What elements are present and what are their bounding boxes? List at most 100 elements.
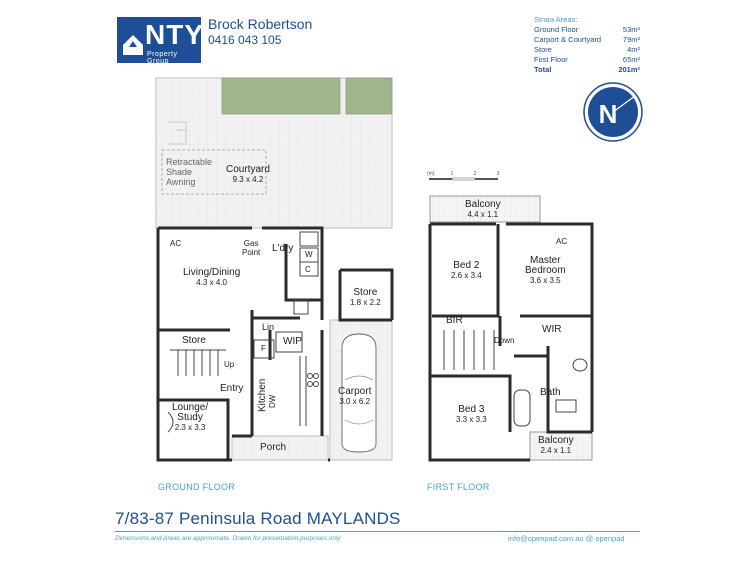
room-name: Entry bbox=[220, 383, 244, 394]
ac-label: AC bbox=[556, 237, 568, 246]
room-laundry: L'dry bbox=[272, 244, 293, 254]
strata-total-value: 201m² bbox=[618, 65, 640, 74]
room-living-dining: Living/Dining 4.3 x 4.0 bbox=[183, 268, 240, 288]
agent-name: Brock Robertson bbox=[208, 16, 313, 32]
dishwasher-label: DW bbox=[268, 395, 278, 408]
gas-line: Gas bbox=[243, 239, 259, 248]
room-dimensions: 4.4 x 1.1 bbox=[467, 210, 499, 219]
room-carport: Carport 3.0 x 6.2 bbox=[338, 387, 371, 407]
room-name: Carport bbox=[338, 386, 372, 397]
brand-name: NTY bbox=[145, 19, 204, 50]
room-balcony-bottom: Balcony 2.4 x 1.1 bbox=[538, 436, 574, 456]
property-address: 7/83-87 Peninsula Road MAYLANDS bbox=[115, 509, 401, 528]
room-name: Bed 3 bbox=[458, 404, 485, 415]
room-name: Study bbox=[177, 412, 203, 423]
ac-label: AC bbox=[170, 239, 182, 248]
strata-row: Carport & Courtyard 79m² bbox=[534, 35, 640, 45]
room-master-bedroom: Master Bedroom 3.6 x 3.5 bbox=[525, 256, 566, 286]
room-name: DW bbox=[268, 394, 277, 408]
north-compass-icon: N bbox=[583, 82, 643, 142]
room-bed-2: Bed 2 2.6 x 3.4 bbox=[451, 261, 482, 281]
room-entry: Entry bbox=[220, 384, 243, 394]
room-dimensions: 2.6 x 3.4 bbox=[451, 271, 482, 280]
strata-title: Strata Areas: bbox=[534, 15, 578, 24]
brand-tagline: Property Group bbox=[147, 51, 178, 65]
strata-label: First Floor bbox=[534, 55, 568, 64]
room-dimensions: 9.3 x 4.2 bbox=[232, 175, 264, 184]
strata-value: 79m² bbox=[622, 35, 640, 44]
strata-row: Ground Floor 53m² bbox=[534, 25, 640, 35]
room-dimensions: 2.3 x 3.3 bbox=[174, 423, 206, 432]
strata-row: Store 4m² bbox=[534, 45, 640, 55]
room-name: L'dry bbox=[272, 243, 294, 254]
room-name: Lounge/ bbox=[172, 402, 209, 413]
house-logo-icon bbox=[123, 35, 143, 55]
fridge-label: F bbox=[261, 344, 266, 354]
room-name: Master bbox=[530, 255, 561, 266]
disclaimer-text: Dimensions and Areas are approximate. Dr… bbox=[115, 535, 341, 542]
room-bir: BIR bbox=[446, 316, 463, 326]
room-name: Kitchen bbox=[257, 378, 268, 412]
room-name: BIR bbox=[446, 315, 463, 326]
first-floor-walls bbox=[428, 222, 594, 462]
room-name: Store bbox=[353, 287, 378, 298]
stairs-down-label: Down bbox=[494, 336, 515, 345]
scale-tick-label: 3 bbox=[497, 171, 500, 177]
room-balcony-top: Balcony 4.4 x 1.1 bbox=[465, 200, 501, 220]
carport-area bbox=[329, 319, 393, 461]
first-floor-caption: FIRST FLOOR bbox=[427, 482, 490, 492]
room-name: WIP bbox=[283, 336, 302, 347]
room-kitchen: Kitchen bbox=[257, 378, 268, 412]
room-name: F bbox=[261, 344, 266, 353]
scale-tick-label: 2 bbox=[474, 171, 477, 177]
strata-value: 53m² bbox=[622, 25, 640, 34]
room-lounge-study: Lounge/ Study 2.3 x 3.3 bbox=[172, 403, 208, 433]
room-wip: WIP bbox=[283, 337, 302, 347]
gas-line: Point bbox=[242, 248, 261, 257]
room-dimensions: 2.4 x 1.1 bbox=[540, 446, 572, 455]
cupboard-label: C bbox=[305, 265, 311, 274]
awning-line: Awning bbox=[166, 177, 196, 187]
washer-label: W bbox=[305, 250, 313, 259]
courtyard-area bbox=[155, 77, 393, 229]
room-name: Porch bbox=[260, 442, 287, 453]
room-porch: Porch bbox=[260, 443, 286, 453]
stairs-up-label: Up bbox=[224, 360, 235, 369]
ground-floor-thin-lines bbox=[167, 231, 319, 433]
ground-floor-caption: GROUND FLOOR bbox=[158, 482, 236, 492]
scale-unit: (m) bbox=[427, 171, 435, 177]
openpad-credit[interactable]: info@openpad.com.au @ openpad bbox=[508, 534, 625, 543]
strata-value: 4m² bbox=[627, 45, 640, 54]
room-bath: Bath bbox=[540, 388, 561, 398]
awning-line: Retractable bbox=[166, 157, 213, 167]
room-name: Courtyard bbox=[226, 164, 270, 175]
agent-phone[interactable]: 0416 043 105 bbox=[208, 33, 282, 47]
room-dimensions: 4.3 x 4.0 bbox=[196, 278, 227, 287]
strata-label: Store bbox=[534, 45, 552, 54]
porch-area bbox=[231, 435, 329, 461]
room-courtyard: Courtyard 9.3 x 4.2 bbox=[226, 165, 270, 185]
room-name: Bedroom bbox=[525, 265, 566, 276]
scale-tick-label: 1 bbox=[451, 171, 454, 177]
room-name: Store bbox=[182, 335, 206, 346]
strata-total-label: Total bbox=[534, 65, 552, 74]
brand-logo: NTY Property Group bbox=[117, 17, 204, 65]
room-dimensions: 1.8 x 2.2 bbox=[350, 298, 381, 307]
compass-letter: N bbox=[599, 99, 618, 129]
gas-point-label: Gas Point bbox=[242, 239, 260, 257]
room-store-outer: Store 1.8 x 2.2 bbox=[350, 288, 381, 308]
room-name: Balcony bbox=[465, 199, 501, 210]
strata-label: Ground Floor bbox=[534, 25, 579, 34]
room-store-inner: Store bbox=[182, 336, 206, 346]
room-bed-3: Bed 3 3.3 x 3.3 bbox=[456, 405, 487, 425]
awning-label: Retractable Shade Awning bbox=[166, 157, 212, 187]
strata-label: Carport & Courtyard bbox=[534, 35, 602, 44]
strata-areas-table: Strata Areas: Ground Floor 53m² Carport &… bbox=[534, 15, 640, 75]
room-name: Lin bbox=[262, 322, 275, 332]
scale-bar: (m) 1 2 3 bbox=[427, 171, 500, 181]
room-name: Living/Dining bbox=[183, 267, 241, 278]
room-dimensions: 3.0 x 6.2 bbox=[339, 397, 371, 406]
footer-divider bbox=[115, 531, 640, 532]
